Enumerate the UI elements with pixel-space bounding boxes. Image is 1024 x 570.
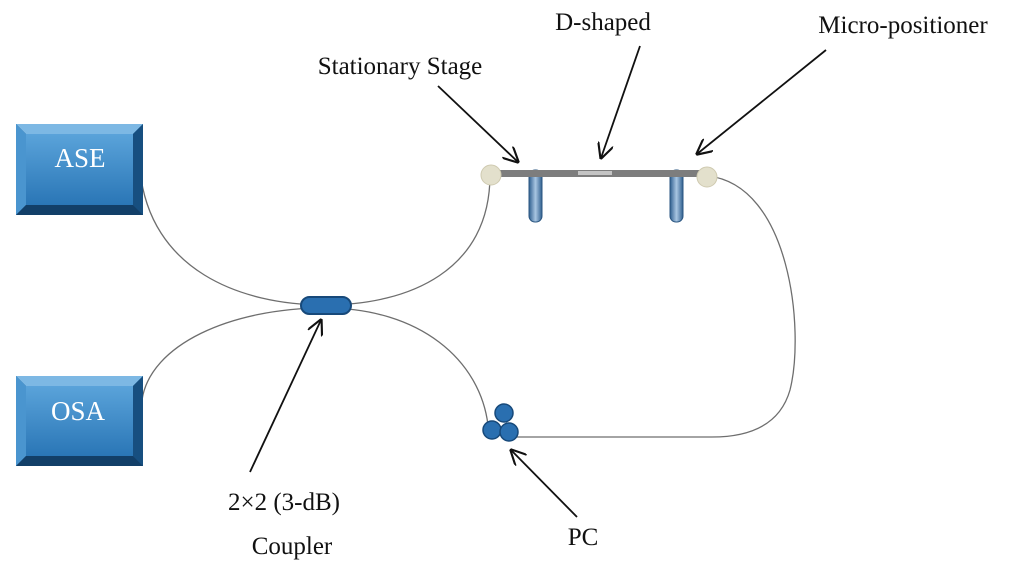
label-pc: PC <box>568 524 599 551</box>
ase-label: ASE <box>54 143 105 173</box>
fiber-osa-to-coupler <box>141 307 326 401</box>
label-micro-positioner: Micro-positioner <box>818 12 988 39</box>
left-post <box>528 169 543 223</box>
ase-box: ASE <box>16 124 143 215</box>
arrow-coupler <box>249 320 321 473</box>
right-post <box>669 169 684 223</box>
stage-assembly <box>480 164 718 223</box>
d-shaped-section <box>578 171 612 175</box>
label-d-shaped: D-shaped <box>555 9 651 36</box>
arrow-micro-positioner <box>697 49 827 154</box>
osa-label: OSA <box>51 396 106 426</box>
coupler-component <box>300 296 352 315</box>
fiber-coupler-to-stage <box>324 174 491 306</box>
pc-component <box>482 403 519 442</box>
arrow-stationary-stage <box>437 85 518 162</box>
label-stationary-stage: Stationary Stage <box>318 53 483 80</box>
fiber-ase-to-coupler <box>139 169 326 306</box>
arrow-pc <box>511 450 578 518</box>
fiber-paths <box>139 169 796 438</box>
label-coupler-line1: 2×2 (3-dB) <box>228 489 340 516</box>
fiber-coupler-to-pc <box>324 307 489 426</box>
label-coupler-line2: Coupler <box>252 533 333 560</box>
osa-box: OSA <box>16 376 143 466</box>
annotation-arrows <box>249 45 827 518</box>
stage-end-right <box>696 166 718 188</box>
arrow-d-shaped <box>601 45 641 158</box>
stage-end-left <box>480 164 502 186</box>
fiber-positioner-loop <box>508 175 796 438</box>
